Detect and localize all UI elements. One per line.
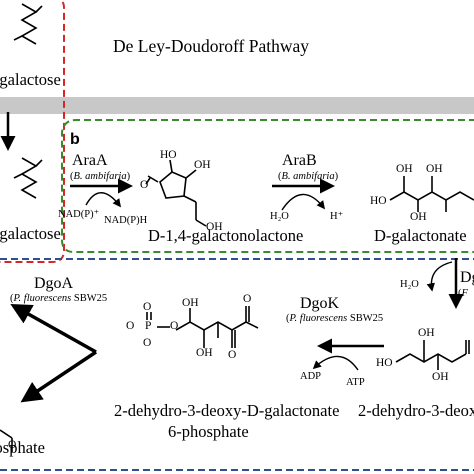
araB-water: H₂O	[270, 211, 289, 222]
araB-proton: H⁺	[330, 211, 344, 222]
dgoA-arrow-to-pyruvate	[10, 303, 97, 354]
araB-organism: (B. ambifaria)	[278, 171, 339, 182]
araA-cofactor-curve	[85, 192, 122, 208]
dgoK-cofactor-curve	[312, 355, 359, 371]
dehydratase-enzyme: DgoD	[460, 269, 474, 286]
kdpgal-oh-2: OH	[196, 347, 213, 359]
kdpgal-o-keto: O	[228, 349, 237, 361]
membrane-band	[0, 97, 474, 114]
lactone-oh-2: OH	[206, 221, 223, 233]
dgoK-strain: SBW25	[349, 313, 384, 324]
dehydratase-organism: (F	[458, 288, 468, 299]
kdpgal-o-top: O	[143, 301, 152, 313]
dgoK-cofactor-out: ADP	[300, 371, 322, 382]
dgoK-organism: (P. fluorescens SBW25	[286, 313, 384, 324]
dgoA-arrow-to-g3p	[20, 350, 97, 403]
kdpgal-label-line1: 2-dehydro-3-deoxy-D-galactonate	[114, 401, 340, 420]
kdpgal-structure	[146, 306, 259, 348]
kdpgal-o-bottom: O	[143, 337, 152, 349]
galactonate-oh-1: OH	[396, 163, 413, 175]
lactone-oh-1: OH	[194, 159, 211, 171]
araA-cofactor-out: NAD(P)H	[104, 215, 148, 226]
kdgal-oh-1: OH	[418, 327, 435, 339]
kdpgal-p: P	[145, 320, 152, 332]
dgoA-organism-name: P. fluorescens	[13, 293, 72, 304]
g3p-structure	[0, 429, 13, 452]
dgoA-strain: SBW25	[73, 293, 108, 304]
galactose-top-label: D-galactose	[0, 70, 61, 89]
g3p-o: O	[8, 439, 17, 451]
dehydratase-water-curve	[426, 261, 453, 292]
galactose-bottom-label: D-galactose	[0, 224, 61, 243]
araA-organism: (B. ambifaria)	[70, 171, 131, 182]
kdgal-oh-2: OH	[432, 371, 449, 383]
dgoA-enzyme: DgoA	[34, 275, 74, 292]
araB-enzyme: AraB	[282, 152, 317, 169]
pathway-title: De Ley-Doudoroff Pathway	[113, 36, 310, 56]
kdgal-ho: HO	[376, 357, 393, 369]
galactonolactone-structure	[145, 159, 207, 227]
galactonate-oh-2: OH	[410, 211, 427, 223]
dgoK-enzyme: DgoK	[300, 295, 340, 312]
g3p-label: D-glyceraldehyde 3-phosphate	[0, 438, 45, 457]
galactonate-structure	[389, 176, 474, 212]
dgoA-organism: (P. fluorescens SBW25	[10, 293, 108, 304]
kdgal-structure	[395, 340, 470, 370]
galactonate-label: D-galactonate	[374, 226, 467, 245]
kdpgal-o-left: O	[126, 320, 135, 332]
dehydratase-water: H₂O	[400, 279, 419, 290]
kdpgal-oh-1: OH	[182, 297, 199, 309]
panel-a-border	[0, 0, 65, 263]
dgoK-cofactor-in: ATP	[346, 377, 365, 388]
galactonate-ho-end: HO	[370, 195, 387, 207]
panel-b-letter: b	[70, 131, 80, 148]
galactose-bottom-structure	[13, 157, 43, 199]
kdgal-label: 2-dehydro-3-deoxy-D-galactonate	[358, 401, 474, 420]
galactonolactone-label: D-1,4-galactonolactone	[148, 226, 304, 245]
kdpgal-o-ester: O	[170, 320, 179, 332]
araB-cofactor-curve	[281, 193, 326, 211]
panel-b-border	[61, 119, 474, 253]
lactone-ho-1: HO	[160, 149, 177, 161]
araA-enzyme: AraA	[72, 152, 108, 169]
kdpgal-o-acid: O	[243, 293, 252, 305]
galactose-top-structure	[13, 3, 43, 45]
dehydratase-organism-name: F	[461, 288, 468, 299]
kdpgal-label-line2: 6-phosphate	[168, 422, 249, 441]
araA-cofactor-in: NAD(P)⁺	[58, 209, 100, 220]
araA-organism-name: B. ambifaria	[73, 171, 127, 182]
lactone-o-carbonyl: O	[140, 179, 149, 191]
dgoK-organism-name: P. fluorescens	[289, 313, 348, 324]
araB-organism-name: B. ambifaria	[281, 171, 335, 182]
galactonate-oh-3: OH	[426, 163, 443, 175]
